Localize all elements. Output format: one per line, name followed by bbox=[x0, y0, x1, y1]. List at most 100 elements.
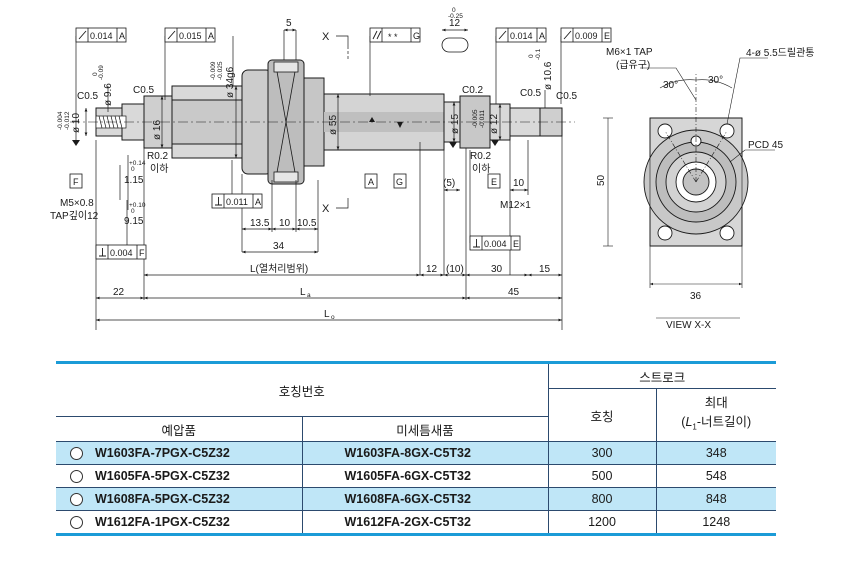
radio-button[interactable] bbox=[70, 493, 83, 507]
preload-cell[interactable]: W1608FA-5PGX-C5Z32 bbox=[56, 487, 303, 511]
angle-label: 30° bbox=[663, 80, 678, 91]
dim-label: L bbox=[300, 287, 306, 298]
tol-value-4: 0.014 bbox=[510, 31, 533, 41]
tolerance-small: -0.012 bbox=[64, 111, 71, 130]
dim-label: L bbox=[324, 309, 330, 320]
datum-f: F bbox=[73, 177, 79, 187]
tap-depth-label: TAP깊이12 bbox=[50, 210, 99, 222]
datum-e: E bbox=[491, 177, 497, 187]
section-mark-top: X bbox=[322, 31, 330, 43]
chamfer-label: C0.5 bbox=[556, 91, 578, 102]
diameter-label: ø 12 bbox=[489, 114, 500, 134]
preload-part: W1603FA-7PGX-C5Z32 bbox=[95, 445, 230, 460]
diameter-label: ø 10 bbox=[71, 113, 82, 133]
dim-label: 45 bbox=[508, 287, 520, 298]
radius-note: 이하 bbox=[150, 162, 168, 175]
tolerance-small: 0 bbox=[452, 7, 456, 14]
nominal-stroke: 500 bbox=[548, 464, 657, 488]
tolerance-small: +0.10 bbox=[129, 202, 146, 209]
datum-a: A bbox=[368, 177, 374, 187]
nominal-stroke: 1200 bbox=[548, 510, 657, 536]
dim-label: 22 bbox=[113, 287, 125, 298]
tol-datum-8: F bbox=[139, 248, 145, 258]
thread-label: M5×0.8 bbox=[60, 198, 94, 209]
header-stroke: 스트로크 bbox=[548, 361, 776, 389]
tolerance-small: -0.004 bbox=[57, 111, 64, 130]
preload-part: W1612FA-1PGX-C5Z32 bbox=[95, 514, 230, 529]
diameter-label: ø 15 bbox=[450, 114, 461, 134]
tolerance-small: 0 bbox=[528, 54, 535, 58]
tol-datum-3: G bbox=[413, 31, 420, 41]
dim-label: (10) bbox=[446, 264, 464, 275]
header-part-number: 호칭번호 bbox=[56, 361, 549, 417]
max-stroke: 548 bbox=[656, 464, 776, 488]
preload-cell[interactable]: W1603FA-7PGX-C5Z32 bbox=[56, 441, 303, 465]
table-row: W1603FA-7PGX-C5Z32 W1603FA-8GX-C5T32 300… bbox=[56, 441, 776, 465]
radio-button[interactable] bbox=[70, 447, 83, 461]
tol-value-5: 0.009 bbox=[575, 31, 598, 41]
tol-datum-2: A bbox=[208, 31, 214, 41]
diameter-label: ø 16 bbox=[152, 120, 163, 140]
header-max-line1: 최대 bbox=[704, 395, 728, 410]
datum-g: G bbox=[396, 177, 403, 187]
nominal-stroke: 800 bbox=[548, 487, 657, 511]
header-max: 최대 (L1-너트길이) bbox=[656, 388, 776, 442]
tol-datum-6: A bbox=[255, 197, 261, 207]
tol-value-2: 0.015 bbox=[179, 31, 202, 41]
height-label: 50 bbox=[596, 174, 607, 186]
view-title: VIEW X-X bbox=[666, 320, 711, 331]
tol-datum-5: E bbox=[604, 31, 610, 41]
diameter-label: ø 9.6 bbox=[103, 83, 114, 106]
dim-label: 15 bbox=[539, 264, 551, 275]
tolerance-small: -0.09 bbox=[98, 65, 105, 80]
radius-label: R0.2 bbox=[147, 151, 169, 162]
preload-part: W1605FA-5PGX-C5Z32 bbox=[95, 468, 230, 483]
max-stroke: 848 bbox=[656, 487, 776, 511]
shaft bbox=[95, 59, 563, 185]
chamfer-label: C0.5 bbox=[520, 88, 542, 99]
tol-value-6: 0.011 bbox=[226, 197, 248, 207]
diameter-label: ø 10.6 bbox=[543, 61, 554, 90]
radio-button[interactable] bbox=[70, 516, 83, 530]
dim-label: 13.5 bbox=[250, 218, 270, 229]
width-label: 36 bbox=[690, 291, 702, 302]
tol-value-1: 0.014 bbox=[90, 31, 113, 41]
dim-label: 10 bbox=[513, 178, 525, 189]
dim-label: 10.5 bbox=[297, 218, 317, 229]
flange-view bbox=[603, 57, 775, 319]
preload-part: W1608FA-5PGX-C5Z32 bbox=[95, 491, 230, 506]
radio-button[interactable] bbox=[70, 470, 83, 484]
tolerance-frames bbox=[69, 27, 612, 260]
micro-part: W1612FA-2GX-C5T32 bbox=[302, 510, 549, 536]
max-stroke: 348 bbox=[656, 441, 776, 465]
micro-part: W1608FA-6GX-C5T32 bbox=[302, 487, 549, 511]
dim-label: 34 bbox=[273, 241, 285, 252]
radius-label: R0.2 bbox=[470, 151, 492, 162]
table-row: W1612FA-1PGX-C5Z32 W1612FA-2GX-C5T32 120… bbox=[56, 510, 776, 536]
tolerance-small: -0.1 bbox=[535, 48, 542, 60]
pcd-label: PCD 45 bbox=[748, 140, 783, 151]
dim-label: 12 bbox=[449, 18, 461, 29]
chamfer-label: C0.5 bbox=[133, 85, 155, 96]
preload-cell[interactable]: W1612FA-1PGX-C5Z32 bbox=[56, 510, 303, 536]
header-preload: 예압품 bbox=[56, 416, 303, 442]
spec-table: 호칭번호 스트로크 호칭 최대 (L1-너트길이) 예압품 미세틈새품 W160… bbox=[56, 361, 776, 536]
preload-cell[interactable]: W1605FA-5PGX-C5Z32 bbox=[56, 464, 303, 488]
tol-datum-4: A bbox=[539, 31, 545, 41]
chamfer-label: C0.2 bbox=[462, 85, 484, 96]
datum-triangles bbox=[72, 117, 499, 148]
tolerance-small: +0.14 bbox=[129, 160, 146, 167]
radius-note: 이하 bbox=[472, 162, 490, 175]
key-slot bbox=[441, 37, 469, 53]
thread-label: M12×1 bbox=[500, 200, 531, 211]
tolerance-small: -0.005 bbox=[472, 109, 479, 128]
diameter-label: ø 34g6 bbox=[225, 66, 236, 98]
tolerance-small: -0.009 bbox=[210, 61, 217, 80]
tol-value-3: * * bbox=[388, 32, 398, 42]
hole-label: 4-ø 5.5드릴관통 bbox=[746, 46, 814, 59]
diameter-label: ø 55 bbox=[328, 115, 339, 135]
header-micro: 미세틈새품 bbox=[302, 416, 549, 442]
micro-part: W1605FA-6GX-C5T32 bbox=[302, 464, 549, 488]
angle-label: 30° bbox=[708, 75, 723, 86]
dim-label: (5) bbox=[443, 178, 455, 189]
